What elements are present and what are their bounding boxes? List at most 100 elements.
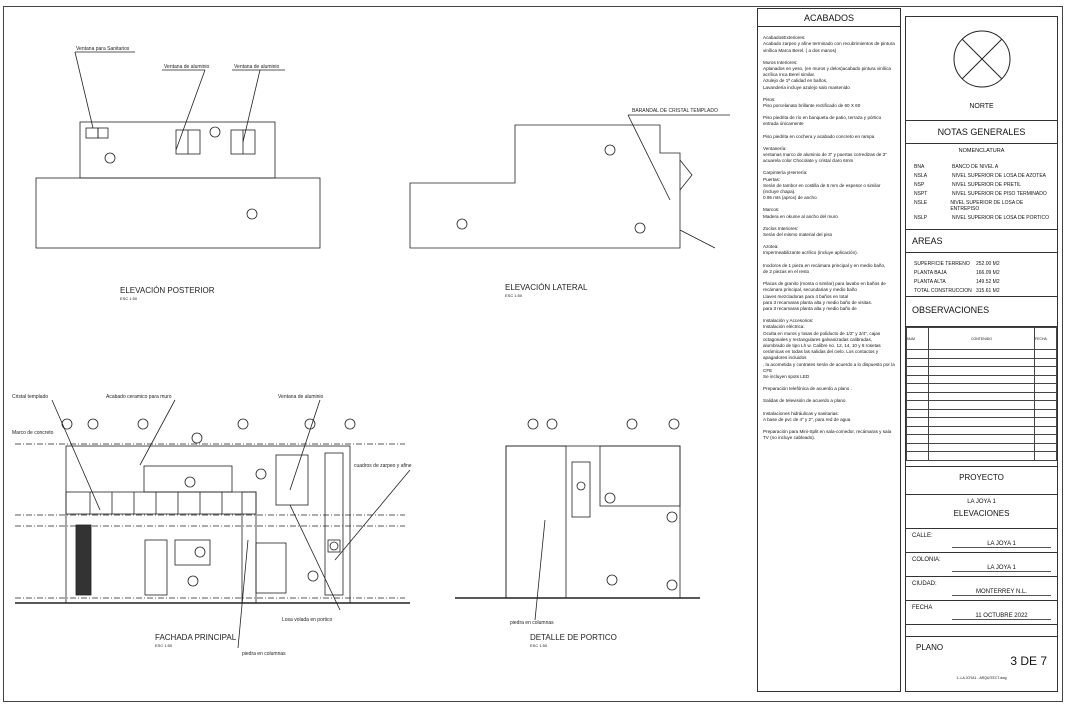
acabado-item: Instalaciones hidráulicas y sanitarias: … xyxy=(763,410,851,422)
file-name: 1.-LA JOYA1 - ARQUITECT.dwg xyxy=(956,676,1007,680)
acabado-item: AcabadosExteriores: Acabado zarpeo y afi… xyxy=(763,35,895,53)
proyecto-name: LA JOYA 1 xyxy=(967,499,996,505)
elevacion-posterior: Ventana para Sanitarios Ventana de alumi… xyxy=(35,46,321,301)
obs-row xyxy=(906,400,1057,410)
area-label: TOTAL CONSTRUCCION xyxy=(914,287,972,294)
blank-row xyxy=(906,625,1057,637)
acabado-item: Carpintería yHerrería: Puertas: Serán de… xyxy=(763,170,881,201)
colonia-field: COLONIA: LA JOYA 1 xyxy=(906,553,1057,577)
acabado-item: Zoclos Interiores: Serán del mismo mater… xyxy=(763,225,833,238)
label: Ventana para Sanitarios xyxy=(76,46,130,52)
label: Acabado ceramico para muro xyxy=(106,394,172,400)
nomenclatura-row: NSPT NIVEL SUPERIOR DE PISO TERMINADO xyxy=(906,189,1057,198)
area-value: 166.09 M2 xyxy=(976,269,1000,276)
proyecto-section: LA JOYA 1 ELEVACIONES xyxy=(906,495,1057,529)
ciudad-value: MONTERREY N.L. xyxy=(952,589,1051,596)
calle-value: LA JOYA 1 xyxy=(952,541,1051,548)
north-section: NORTE xyxy=(906,17,1057,121)
acabado-item: Ventanería: ventanas marco de aluminio d… xyxy=(763,145,887,164)
area-label: PLANTA BAJA xyxy=(914,269,947,276)
area-row: PLANTA BAJA 166.09 M2 xyxy=(906,268,1057,277)
desc: NIVEL SUPERIOR DE PRETIL xyxy=(952,181,1021,188)
obs-row xyxy=(906,425,1057,435)
desc: BANCO DE NIVEL A xyxy=(952,163,999,170)
obs-row xyxy=(906,417,1057,427)
label: Losa volada en portico xyxy=(282,617,333,623)
area-label: SUPERFICIE TERRENO xyxy=(914,260,970,267)
north-label: NORTE xyxy=(969,103,994,110)
plano-section: PLANO 3 DE 7 1.-LA JOYA1 - ARQUITECT.dwg xyxy=(906,637,1057,686)
code: NSP xyxy=(914,181,925,188)
fachada-principal: Cristal templado Acabado ceramico para m… xyxy=(12,394,412,657)
desc: NIVEL SUPERIOR DE LOSA DE AZOTEA xyxy=(952,172,1047,179)
label: Ventana de aluminio xyxy=(234,64,280,70)
acabado-item: Piso piedrita en cochera y acabado concr… xyxy=(763,133,875,139)
code: NSLP xyxy=(914,214,928,221)
area-value: 315.61 M2 xyxy=(976,287,1000,294)
ciudad-label: CIUDAD: xyxy=(912,581,937,587)
acabado-item: Preparación telefónica de acuerdo a plan… xyxy=(763,386,852,392)
obs-row xyxy=(906,442,1057,452)
fecha-value: 11 OCTUBRE 2022 xyxy=(952,613,1051,620)
acabados-list: AcabadosExteriores: Acabado zarpeo y afi… xyxy=(763,35,895,441)
obs-row xyxy=(906,434,1057,444)
obs-row xyxy=(906,451,1057,461)
label: Ventana de aluminio xyxy=(164,64,210,70)
desc: NIVEL SUPERIOR DE PISO TERMINADO xyxy=(952,190,1047,197)
area-row: TOTAL CONSTRUCCION 315.61 M2 xyxy=(906,286,1057,295)
drawing-sheet xyxy=(3,6,1063,702)
code: NSPT xyxy=(914,190,928,197)
acabado-item: Placas de granito (monta o similar) para… xyxy=(763,281,886,311)
obs-row xyxy=(906,366,1057,376)
code: NSLE xyxy=(914,199,928,206)
label: piedra en columnas xyxy=(510,620,554,626)
area-value: 149.52 M2 xyxy=(976,278,1000,285)
elevation-drawings: Ventana para Sanitarios Ventana de alumi… xyxy=(12,46,730,657)
acabado-item: Preparación para Mini-Split en sala-come… xyxy=(763,428,892,441)
north-arrow-icon xyxy=(953,30,1011,88)
label: BARANDAL DE CRISTAL TEMPLADO xyxy=(632,108,718,114)
acabado-item: Marcos: Madera en okume al ancho del mur… xyxy=(763,207,838,219)
detalle-portico: piedra en columnas DETALLE DE PORTICO ES… xyxy=(455,418,700,648)
drawing-scale: ESC 1:50 xyxy=(120,296,138,301)
obs-row xyxy=(906,357,1057,367)
label: Ventana de aluminio xyxy=(278,394,324,400)
acabado-item: Pisos: Piso porcelanato brillante rectif… xyxy=(763,96,861,109)
acabado-item: Piso piedrita de río en banqueta de pati… xyxy=(763,115,882,127)
plano-number: 3 DE 7 xyxy=(1010,654,1047,668)
acabados-panel: ACABADOS AcabadosExteriores: Acabado zar… xyxy=(757,8,901,692)
colonia-label: COLONIA: xyxy=(912,557,941,563)
col-fecha: FECHA xyxy=(1034,327,1057,350)
nomenclatura-row: NSP NIVEL SUPERIOR DE PRETIL xyxy=(906,180,1057,189)
notas-header: NOTAS GENERALES xyxy=(906,121,1057,144)
acabado-item: Inodoros de 1 pieza en recámara principa… xyxy=(763,262,886,274)
colonia-value: LA JOYA 1 xyxy=(952,565,1051,572)
obs-row xyxy=(906,408,1057,418)
drawing-scale: ESC 1:50 xyxy=(505,293,523,298)
acabados-title: ACABADOS xyxy=(758,9,900,28)
calle-field: CALLE:LA JOYA 1 xyxy=(906,529,1057,553)
drawing-title: ELEVACIÓN POSTERIOR xyxy=(120,286,215,295)
obs-row xyxy=(906,349,1057,359)
nomenclatura-title: NOMENCLATURA xyxy=(958,148,1005,154)
proyecto-sub: ELEVACIONES xyxy=(953,509,1010,518)
desc: NIVEL SUPERIOR DE LOSA DE ENTREPISO xyxy=(950,199,1024,212)
drawing-title: DETALLE DE PORTICO xyxy=(530,633,617,642)
label: Marco de concreto xyxy=(12,430,54,436)
plano-label: PLANO xyxy=(916,643,944,652)
label: Cristal templado xyxy=(12,394,48,400)
drawing-scale: ESC 1:50 xyxy=(530,643,548,648)
acabado-item: Instalación y Accesorios: Instalación el… xyxy=(763,318,895,379)
drawing-scale: ESC 1:50 xyxy=(155,643,173,648)
drawing-title: ELEVACIÓN LATERAL xyxy=(505,283,588,292)
